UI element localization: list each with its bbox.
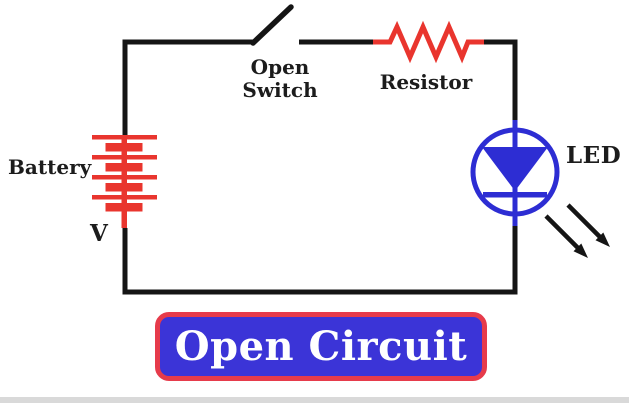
light-arrow — [544, 214, 580, 250]
battery-symbol — [92, 135, 157, 228]
caption-box: Open Circuit — [155, 312, 487, 381]
battery-plate-short — [105, 203, 143, 212]
battery-plate-long — [92, 195, 157, 200]
battery-plate-long — [92, 135, 157, 140]
light-arrowhead — [573, 243, 588, 258]
open-switch-symbol — [250, 4, 294, 46]
open-switch-label-line2: Switch — [242, 78, 318, 102]
led-circle — [470, 127, 560, 217]
battery-label: Battery — [8, 155, 92, 179]
led-symbol — [470, 120, 560, 226]
caption-text: Open Circuit — [174, 323, 468, 370]
led-cathode-bar — [483, 192, 547, 198]
wire-bottom — [122, 224, 518, 295]
led-label: LED — [566, 142, 622, 169]
battery-plate-long — [92, 155, 157, 160]
open-switch-label: Open Switch — [225, 56, 335, 102]
battery-plate-short — [105, 183, 143, 192]
led-triangle — [482, 147, 548, 191]
wire-top-left — [122, 39, 253, 135]
wire-top-right — [483, 39, 518, 121]
battery-plate-long — [92, 175, 157, 180]
resistor-zigzag — [373, 20, 484, 64]
battery-plate-short — [105, 163, 143, 172]
open-switch-label-line1: Open — [250, 55, 310, 79]
bottom-strip — [0, 397, 629, 403]
battery-stem — [121, 135, 127, 228]
switch-lever — [250, 4, 294, 46]
resistor-symbol — [373, 20, 484, 64]
resistor-label: Resistor — [379, 70, 473, 94]
light-arrowhead — [595, 232, 610, 247]
light-emission-arrows — [544, 203, 610, 258]
battery-plate-short — [105, 143, 143, 152]
voltage-label: V — [90, 220, 108, 247]
light-arrow — [566, 203, 602, 239]
